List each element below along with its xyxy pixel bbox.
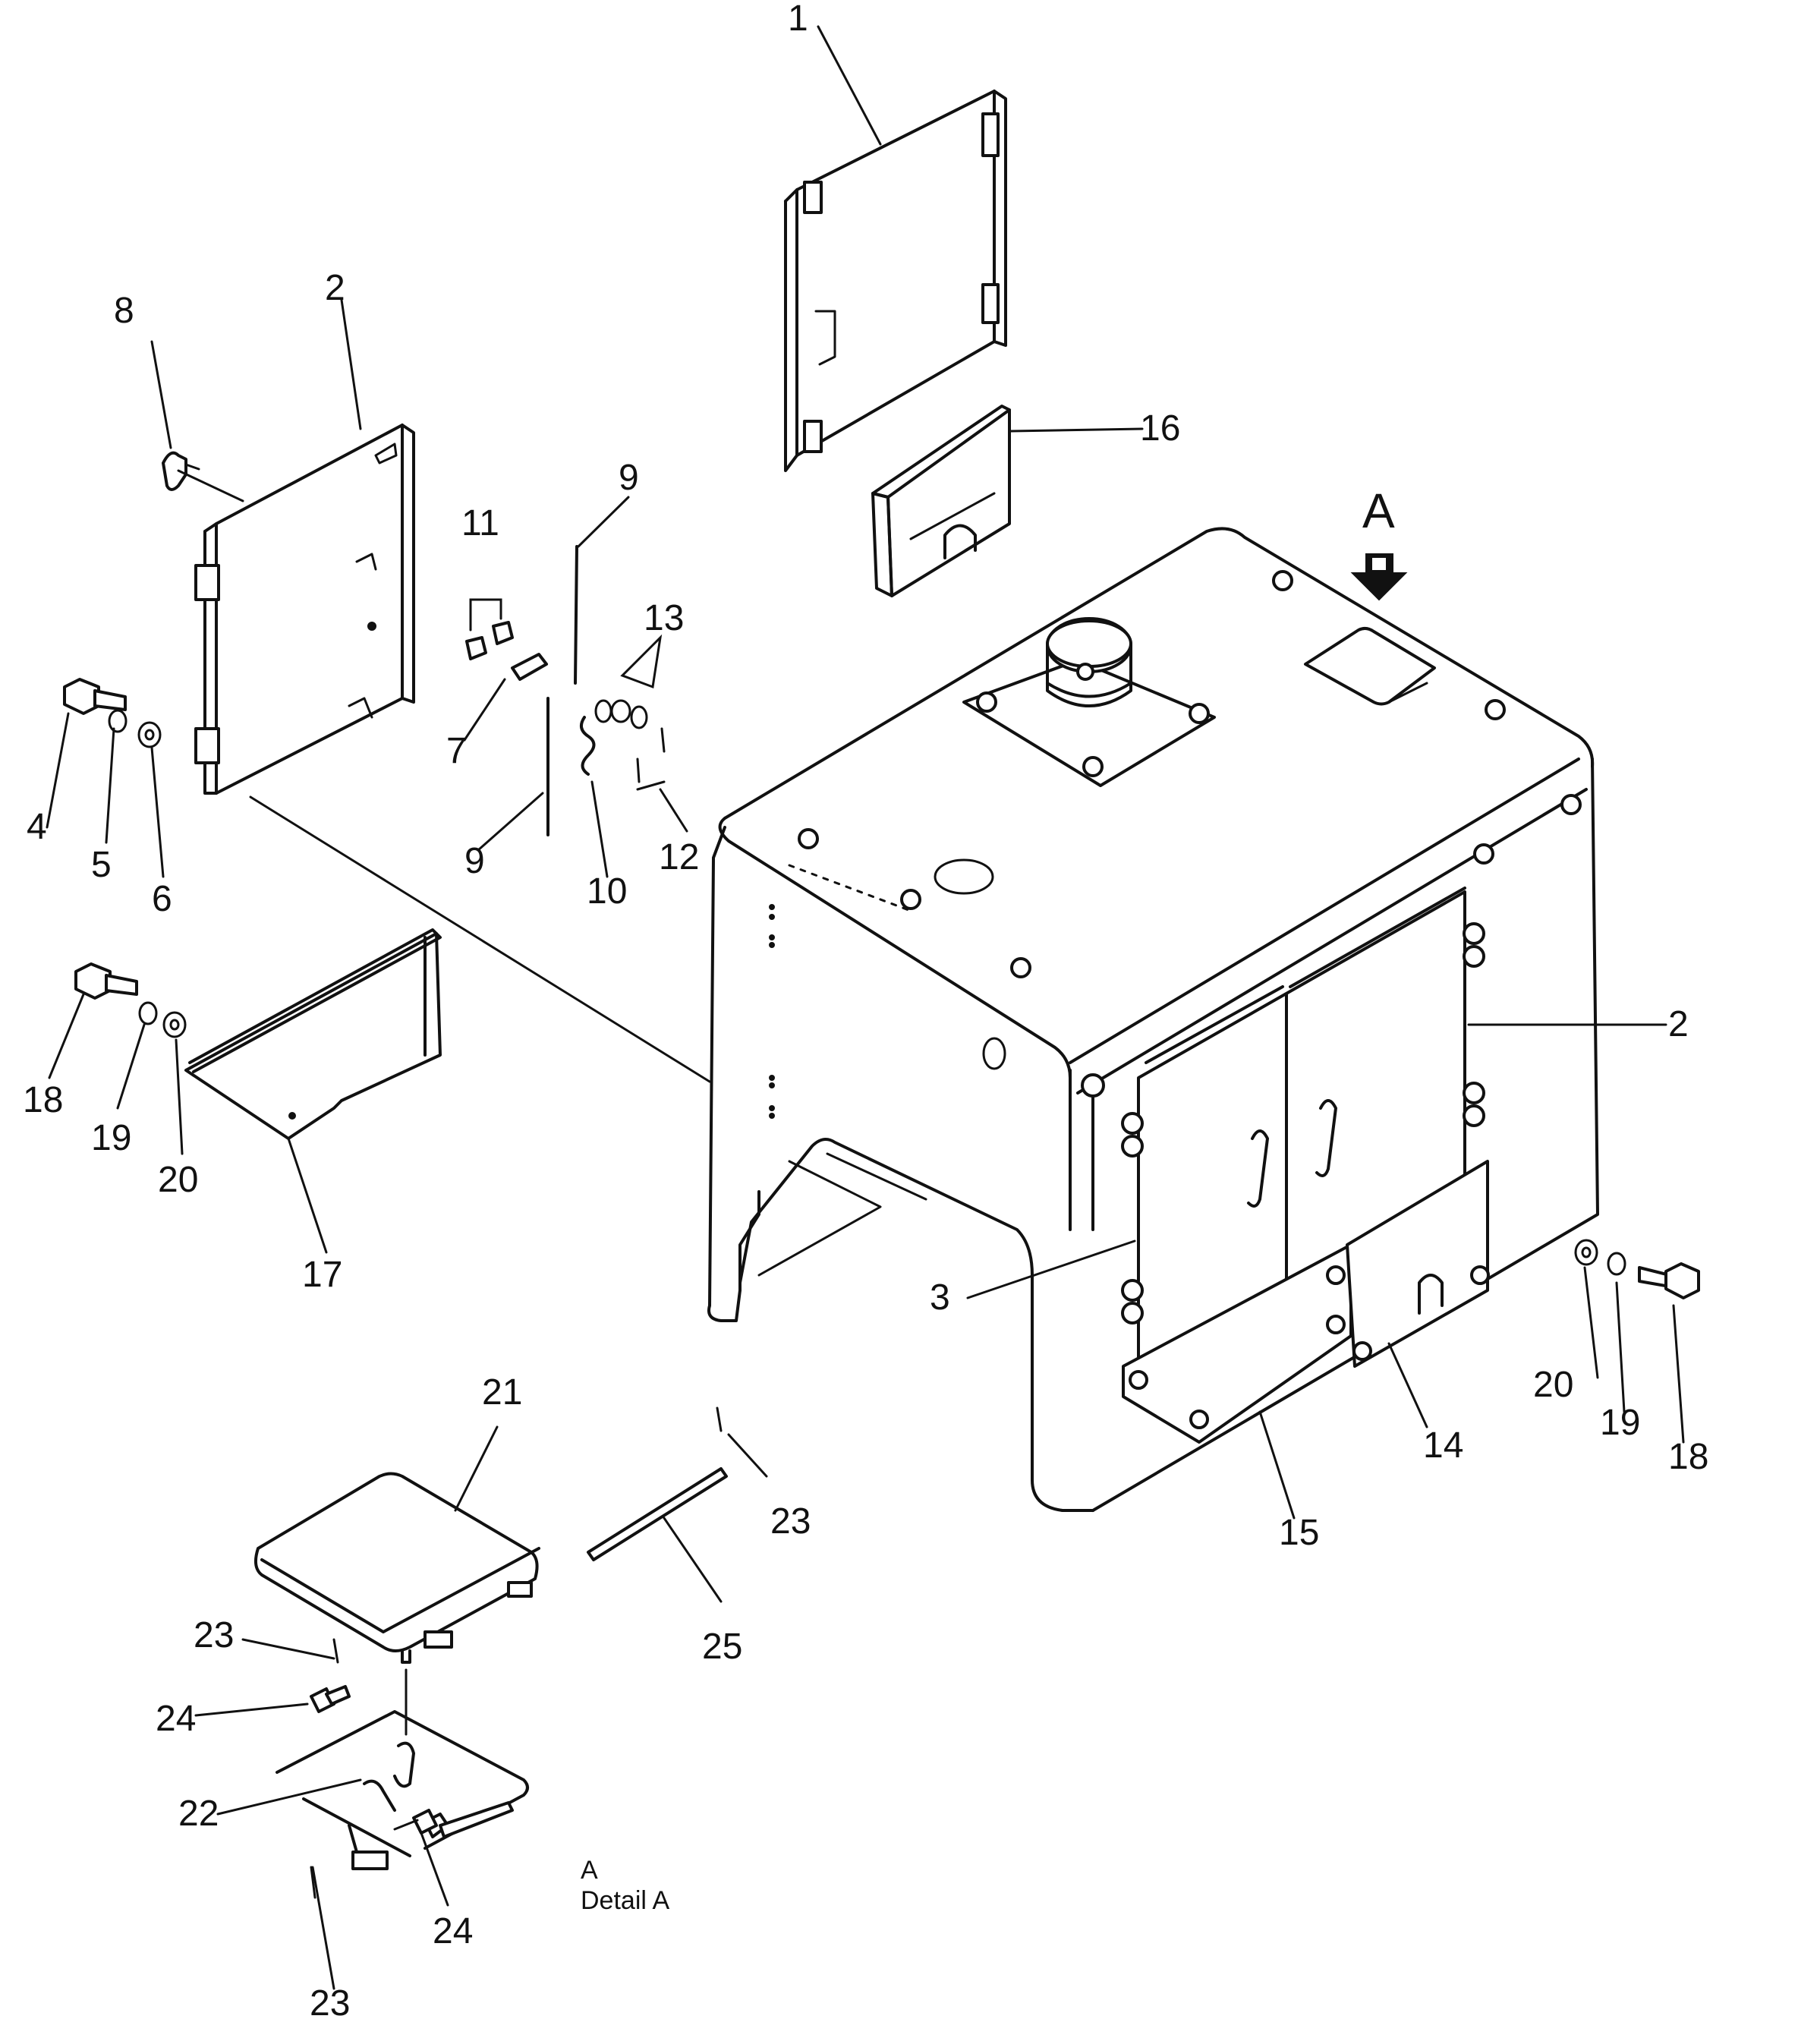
part-1-upper-door — [784, 90, 1007, 472]
callout-19-left: 19 — [91, 1118, 131, 1158]
detail-caption-line2: Detail A — [581, 1886, 669, 1915]
callout-15: 15 — [1279, 1513, 1319, 1553]
callout-9-upper: 9 — [619, 458, 639, 498]
detail-caption-line1: A — [581, 1856, 598, 1885]
callout-23-top: 23 — [770, 1501, 811, 1542]
hood-body — [707, 527, 1599, 1512]
callout-9-lower: 9 — [464, 841, 485, 881]
callout-6: 6 — [152, 879, 172, 919]
callout-23-bottom: 23 — [310, 1983, 350, 2019]
callout-18-right: 18 — [1668, 1437, 1708, 1477]
hardware-bolts-washers — [63, 451, 1700, 1899]
callout-11: 11 — [461, 503, 499, 543]
callout-18-left: 18 — [23, 1080, 63, 1120]
callout-20-left: 20 — [158, 1160, 198, 1200]
part-16-bracket — [871, 405, 1011, 597]
view-marker-label: A — [1362, 483, 1395, 538]
callout-12: 12 — [659, 837, 699, 877]
callout-2-left: 2 — [325, 268, 345, 308]
part-21-lid — [253, 1472, 540, 1664]
callout-19-right: 19 — [1600, 1403, 1640, 1443]
detail-a-caption: A Detail A — [581, 1856, 669, 1915]
part-2-left-door — [194, 424, 415, 795]
callout-labels: 1 2 8 9 11 13 16 4 5 6 7 9 10 12 18 19 2… — [23, 0, 1708, 2019]
callout-23-mid: 23 — [194, 1615, 234, 1655]
callout-1: 1 — [788, 0, 808, 39]
callout-2-right: 2 — [1668, 1004, 1689, 1044]
callout-25: 25 — [702, 1627, 742, 1667]
callout-17: 17 — [302, 1255, 342, 1295]
front-door-panels — [1121, 887, 1490, 1444]
callout-22: 22 — [178, 1794, 219, 1834]
leader-lines — [46, 25, 1685, 1990]
callout-21: 21 — [482, 1372, 522, 1413]
part-17-cover — [184, 928, 442, 1140]
callout-7: 7 — [446, 731, 467, 771]
view-arrow-a: A — [1350, 483, 1408, 601]
callout-4: 4 — [27, 807, 47, 847]
callout-24-left: 24 — [156, 1699, 196, 1739]
callout-8: 8 — [114, 291, 134, 331]
callout-10: 10 — [587, 871, 627, 912]
callout-16: 16 — [1140, 408, 1180, 449]
callout-13: 13 — [644, 598, 684, 638]
callout-5: 5 — [91, 845, 112, 885]
callout-24-lower: 24 — [433, 1911, 473, 1951]
callout-3: 3 — [930, 1277, 950, 1318]
callout-14: 14 — [1423, 1425, 1463, 1466]
callout-20-right: 20 — [1533, 1365, 1573, 1405]
